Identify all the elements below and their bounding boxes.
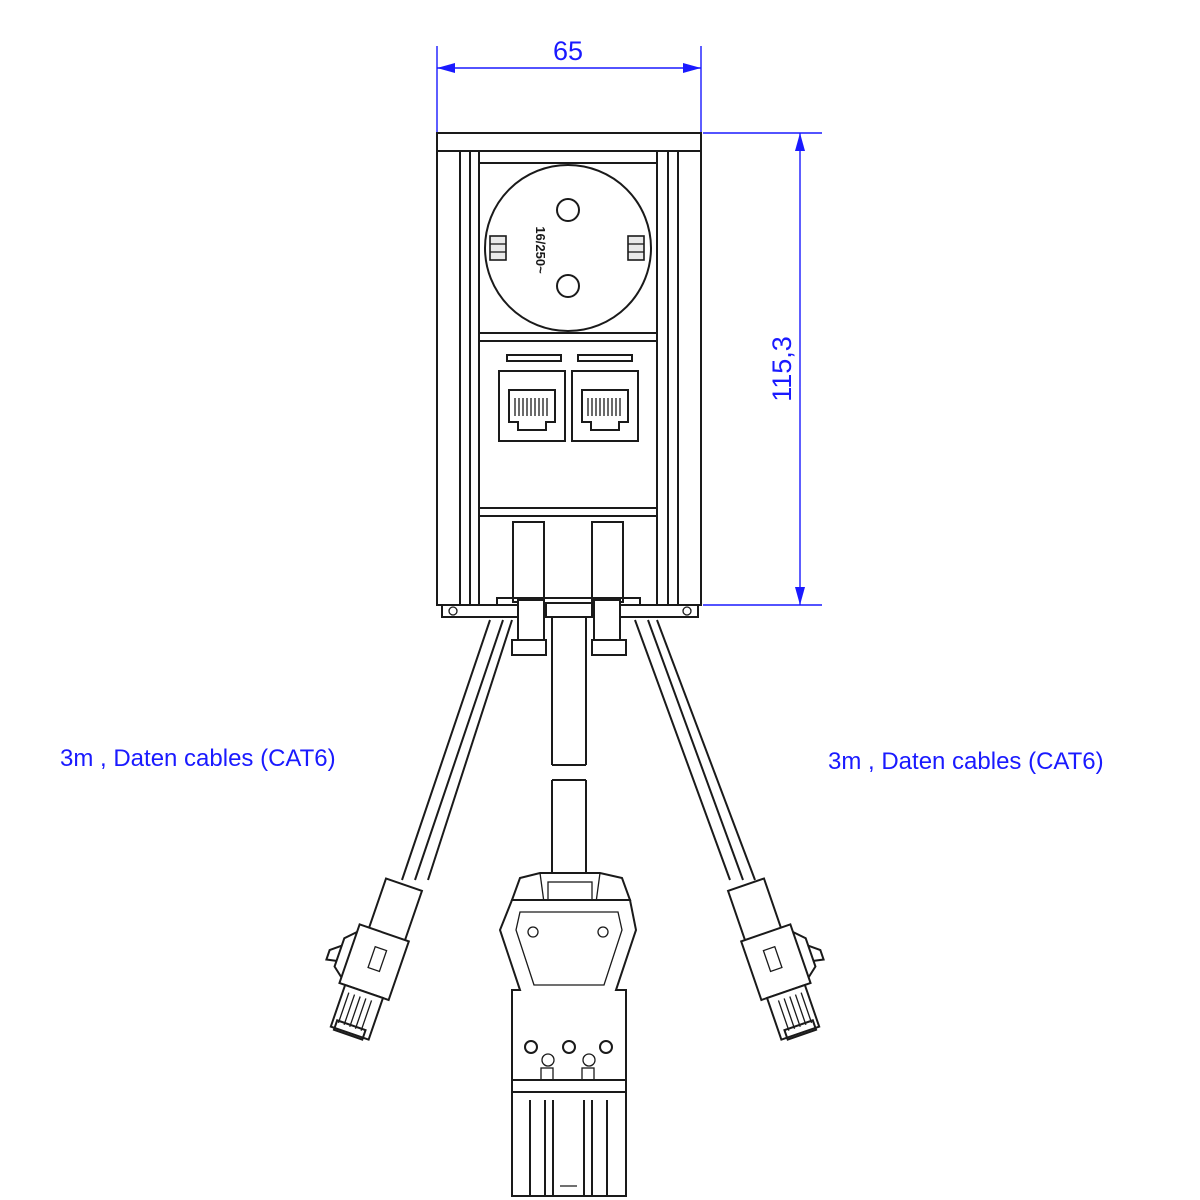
rj45-port-right: [571, 370, 639, 442]
right-cable-label: 3m , Daten cables (CAT6): [828, 748, 1104, 775]
power-cable: [551, 617, 587, 878]
rj45-plug-right: [726, 877, 825, 1041]
data-cable-left: [325, 619, 513, 1041]
power-connector: [498, 872, 638, 1197]
data-cable-right: [634, 619, 825, 1041]
rj45-port-left: [498, 370, 566, 442]
earth-clip-right: [627, 235, 645, 261]
rj45-plug-left: [325, 877, 424, 1041]
socket-pin-hole-top: [556, 198, 580, 222]
width-value: 65: [553, 36, 583, 66]
left-cable-label: 3m , Daten cables (CAT6): [60, 745, 336, 772]
earth-clip-left: [489, 235, 507, 261]
power-socket: 16/250~: [479, 164, 657, 342]
rj45-ports: [479, 354, 657, 517]
socket-pin-hole-bottom: [556, 274, 580, 298]
height-dimension: 115,3: [703, 132, 822, 606]
width-dimension: 65: [436, 36, 702, 136]
housing: [436, 132, 702, 618]
height-value: 115,3: [767, 336, 797, 402]
cable-clamps: [496, 521, 641, 656]
socket-rating-mark: 16/250~: [533, 226, 548, 274]
